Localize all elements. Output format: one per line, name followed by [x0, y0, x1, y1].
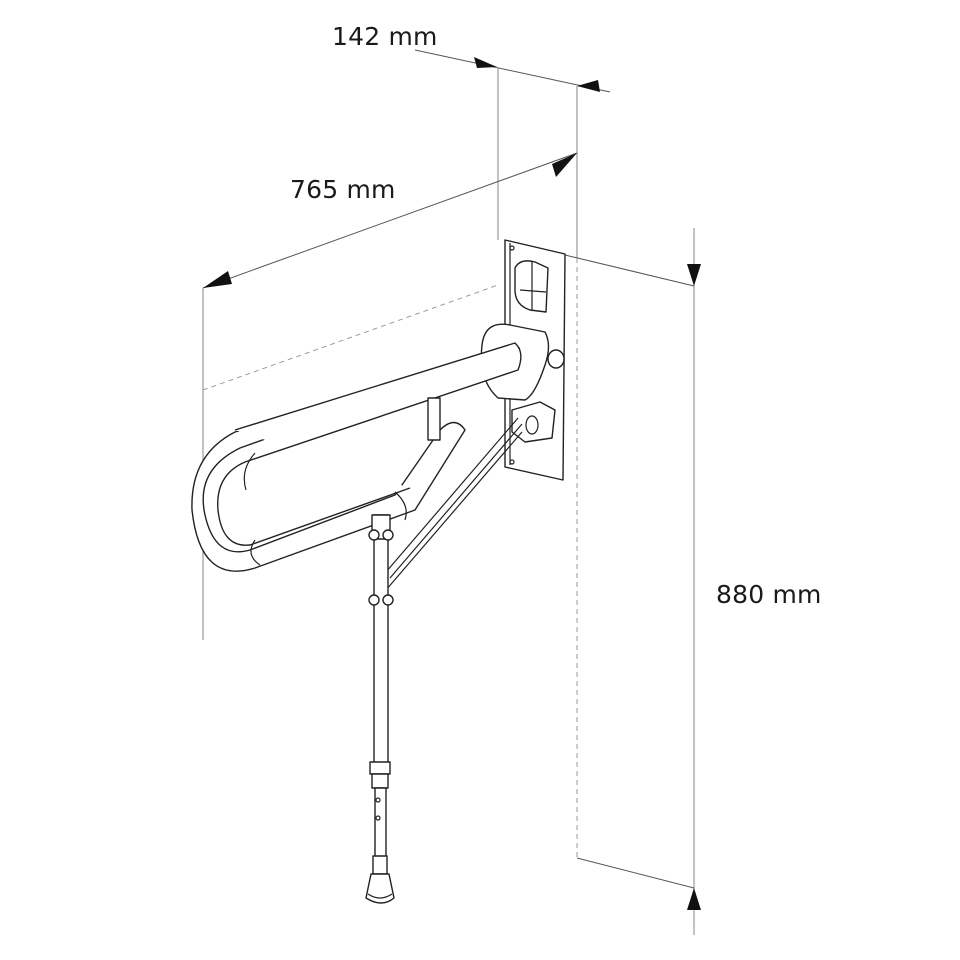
arrow-icon — [474, 57, 497, 68]
arrow-icon — [552, 153, 577, 177]
arrow-icon — [687, 264, 701, 286]
leg-clamp — [369, 761, 391, 775]
diagonal-strut — [385, 417, 523, 591]
hinge-pin — [547, 349, 565, 369]
height-dimension — [564, 228, 701, 935]
support-leg — [365, 514, 395, 904]
depth-dimension-label: 142 mm — [332, 22, 438, 51]
grab-bar — [191, 342, 522, 572]
arrow-icon — [577, 80, 600, 92]
arrow-icon — [687, 888, 701, 910]
lower-bracket — [511, 401, 556, 443]
height-dimension-label: 880 mm — [716, 580, 822, 609]
length-dimension — [202, 152, 578, 640]
rubber-foot — [365, 873, 395, 904]
wall-plate — [480, 239, 566, 481]
grab-bar-post — [427, 397, 441, 441]
depth-dimension — [414, 49, 611, 258]
arrow-icon — [203, 271, 232, 288]
length-dimension-label: 765 mm — [290, 175, 396, 204]
